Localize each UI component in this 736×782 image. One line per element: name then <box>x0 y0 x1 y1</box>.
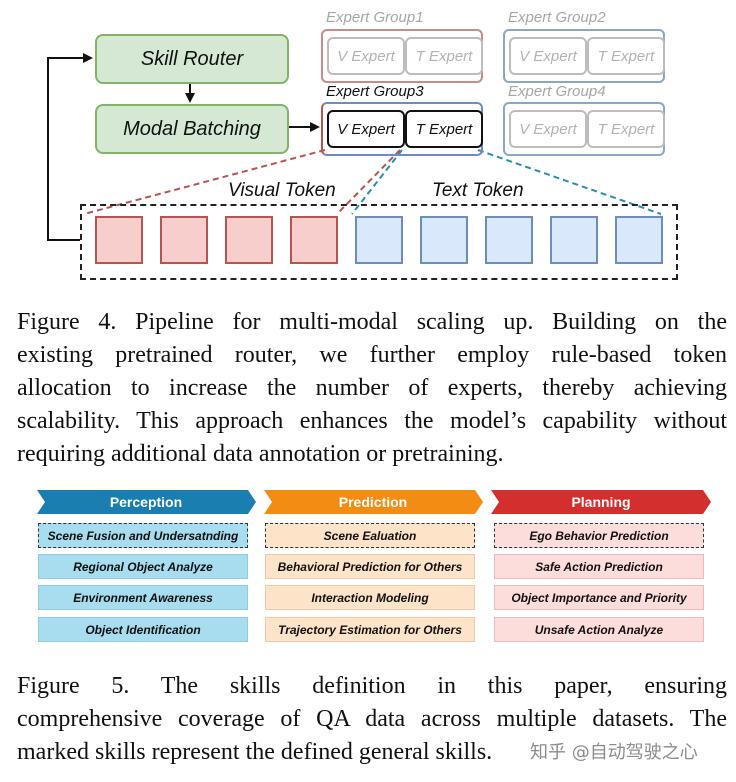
skill-router-box: Skill Router <box>95 34 289 84</box>
text-token <box>485 216 533 264</box>
visual-token <box>225 216 273 264</box>
text-token-label: Text Token <box>432 180 524 201</box>
visual-token <box>160 216 208 264</box>
text-token <box>355 216 403 264</box>
figure-4-caption-line: allocation to increase the number of exp… <box>17 375 727 401</box>
skill-ego-behavior-prediction: Ego Behavior Prediction <box>494 523 704 548</box>
skill-regional-object-analyze: Regional Object Analyze <box>38 554 248 579</box>
figure-4-caption-line: scalability. This approach enhances the … <box>17 408 727 434</box>
skill-scene-fusion: Scene Fusion and Undersatnding <box>38 523 248 548</box>
figure-5-caption-line: comprehensive coverage of QA data across… <box>17 706 727 732</box>
t-expert-3: T Expert <box>405 110 483 148</box>
figure-5-caption-line: marked skills represent the defined gene… <box>17 739 493 765</box>
expert-group2-box: V Expert T Expert <box>503 29 665 83</box>
visual-route-line-left <box>83 149 326 215</box>
skill-safe-action-prediction: Safe Action Prediction <box>494 554 704 579</box>
figure-4-caption-line: Figure 4. Pipeline for multi-modal scali… <box>17 309 727 335</box>
prediction-header-arrow <box>264 490 483 514</box>
v-expert-3: V Expert <box>327 110 405 148</box>
figure-5-header-arrows <box>37 490 711 514</box>
visual-route-line-right <box>336 149 401 215</box>
text-route-line-left <box>351 149 403 215</box>
t-expert-1: T Expert <box>405 37 483 75</box>
expert-group1-box: V Expert T Expert <box>321 29 483 83</box>
figure-4-caption: Figure 4. Pipeline for multi-modal scali… <box>17 306 727 471</box>
text-token <box>420 216 468 264</box>
v-expert-2: V Expert <box>509 37 587 75</box>
skill-environment-awareness: Environment Awareness <box>38 585 248 610</box>
text-route-line-right <box>477 149 662 215</box>
token-sequence-frame <box>80 204 678 280</box>
planning-header: Planning <box>571 494 631 510</box>
figure-4-caption-line: existing pretrained router, we further e… <box>17 342 727 368</box>
expert-group4-label: Expert Group4 <box>508 83 606 100</box>
figure-5-caption: Figure 5. The skills definition in this … <box>17 670 727 769</box>
v-expert-4: V Expert <box>509 110 587 148</box>
text-token <box>615 216 663 264</box>
planning-header-arrow <box>491 490 711 514</box>
skill-object-identification: Object Identification <box>38 617 248 642</box>
modal-batching-label: Modal Batching <box>123 117 261 140</box>
skill-trajectory-estimation: Trajectory Estimation for Others <box>265 617 475 642</box>
expert-group4-box: V Expert T Expert <box>503 102 665 156</box>
visual-token <box>95 216 143 264</box>
perception-header-arrow <box>37 490 256 514</box>
expert-group3-box: V Expert T Expert <box>321 102 483 156</box>
expert-group1-label: Expert Group1 <box>326 9 424 26</box>
prediction-header: Prediction <box>338 494 408 510</box>
figure-4-connectors <box>47 53 662 241</box>
t-expert-4: T Expert <box>587 110 665 148</box>
expert-group3-label: Expert Group3 <box>326 83 424 100</box>
v-expert-1: V Expert <box>327 37 405 75</box>
modal-batching-box: Modal Batching <box>95 104 289 154</box>
figure-5-caption-line: Figure 5. The skills definition in this … <box>17 673 727 699</box>
figure-4-caption-line: requiring additional data annotation or … <box>17 441 504 467</box>
skill-behavioral-prediction: Behavioral Prediction for Others <box>265 554 475 579</box>
text-token <box>550 216 598 264</box>
visual-token-label: Visual Token <box>228 180 336 201</box>
skill-router-label: Skill Router <box>140 47 244 70</box>
skill-unsafe-action-analyze: Unsafe Action Analyze <box>494 617 704 642</box>
perception-header: Perception <box>109 494 183 510</box>
skill-interaction-modeling: Interaction Modeling <box>265 585 475 610</box>
skill-object-importance: Object Importance and Priority <box>494 585 704 610</box>
visual-token <box>290 216 338 264</box>
expert-group2-label: Expert Group2 <box>508 9 606 26</box>
feedback-arrow <box>47 53 93 241</box>
t-expert-2: T Expert <box>587 37 665 75</box>
watermark: 知乎 @自动驾驶之心 <box>530 742 698 763</box>
skill-scene-evaluation: Scene Ealuation <box>265 523 475 548</box>
